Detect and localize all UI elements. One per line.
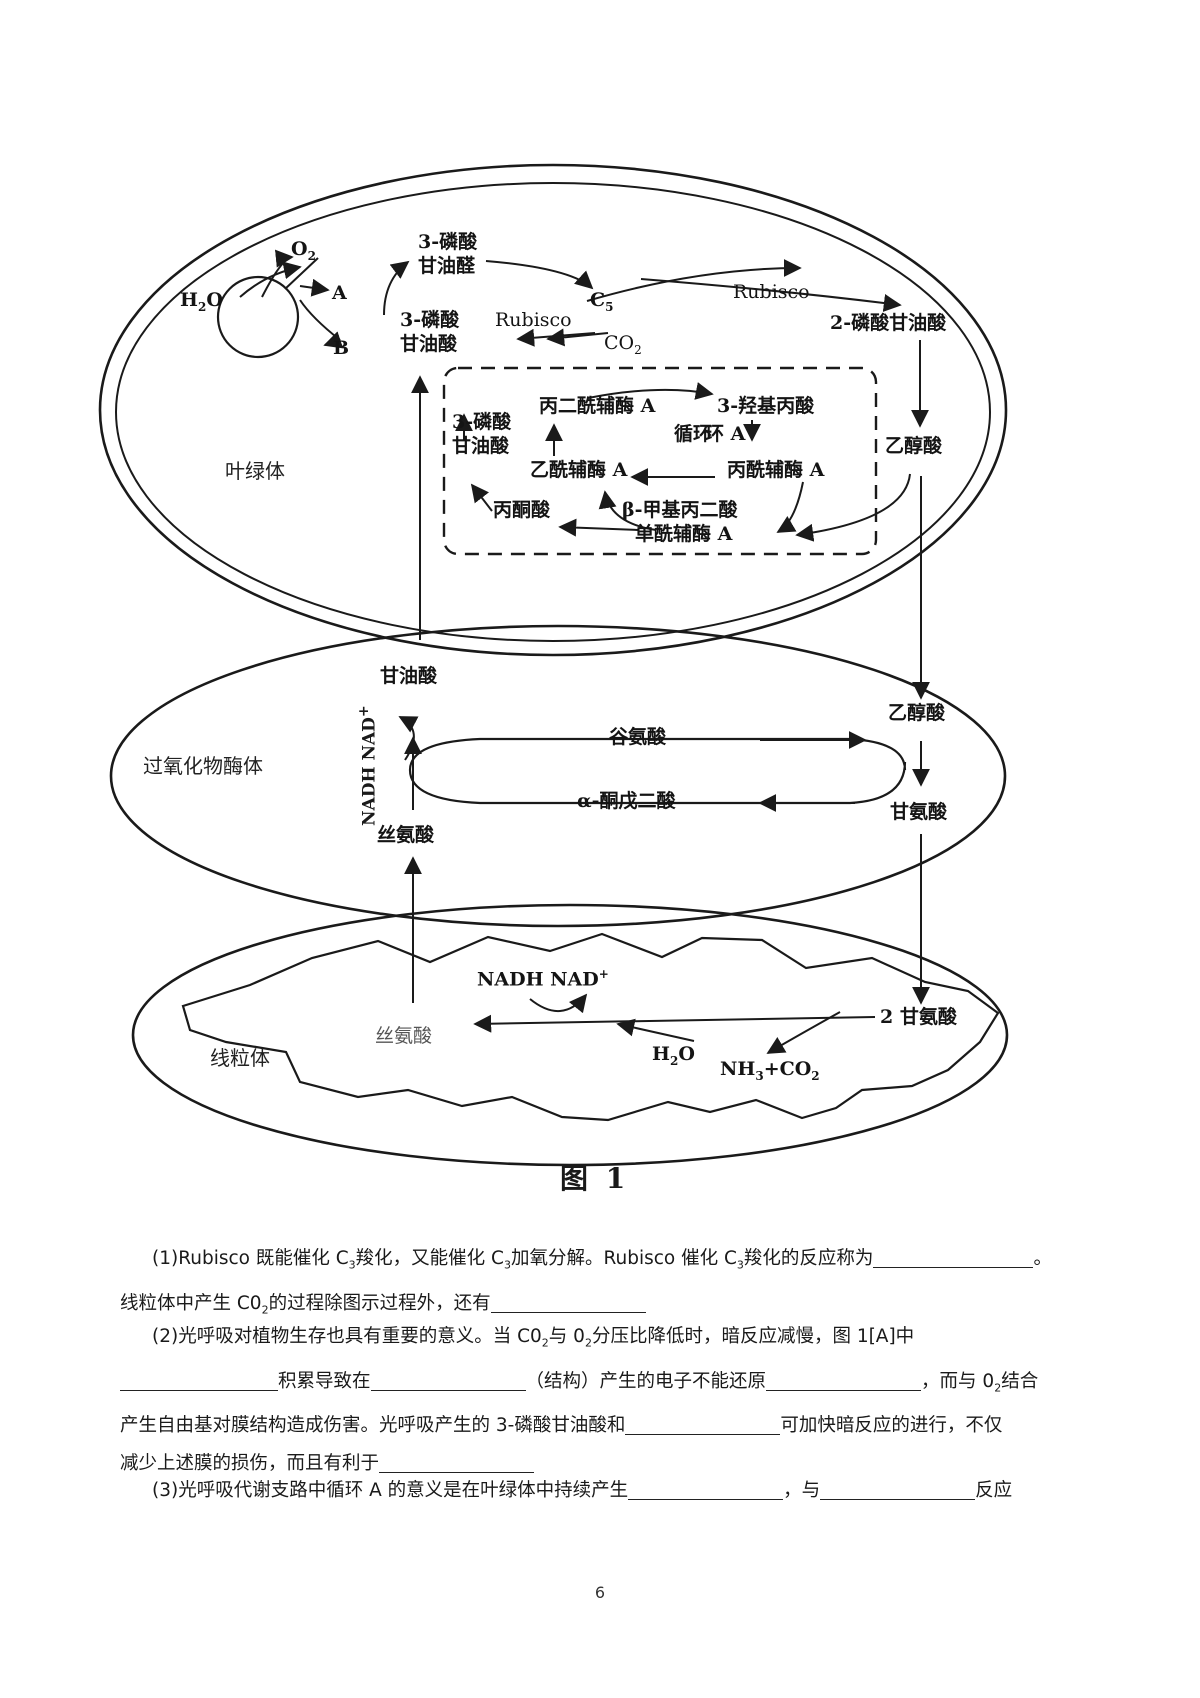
ketoglutarate-label: α-酮戊二酸: [577, 790, 676, 812]
pyruvate-label: 丙酮酸: [493, 499, 551, 521]
glycine-label: 甘氨酸: [890, 801, 948, 823]
mitochondrion-label: 线粒体: [210, 1046, 270, 1070]
two-glycine-label: 2 甘氨酸: [880, 1006, 957, 1028]
question-1: (1)Rubisco 既能催化 C3羧化，又能催化 C3加氧分解。Rubisco…: [120, 1247, 1052, 1317]
mitochondrion-outer-membrane: [131, 903, 1009, 1167]
pga-line1: 3-磷酸: [400, 309, 460, 331]
answer-blank[interactable]: [379, 1452, 535, 1474]
nadh-mito-label: NADH NAD+: [477, 967, 609, 991]
answer-blank[interactable]: [766, 1370, 922, 1391]
glutamate-label: 谷氨酸: [609, 726, 667, 748]
answer-blank[interactable]: [873, 1247, 1034, 1268]
glycerate-label: 甘油酸: [380, 665, 438, 687]
co2-label: CO2: [604, 332, 642, 357]
h2o-mito-label: H2O: [652, 1043, 695, 1068]
answer-blank[interactable]: [370, 1370, 526, 1391]
question-3: (3)光呼吸代谢支路中循环 A 的意义是在叶绿体中持续产生，与反应: [152, 1479, 1013, 1501]
cycle-a-line2: 环 A: [705, 423, 746, 445]
glycolate-chloroplast-label: 乙醇酸: [885, 435, 943, 457]
peroxisome-label: 过氧化物酶体: [143, 754, 263, 778]
methylmalonyl-line1: β-甲基丙二酸: [622, 499, 738, 521]
c5-label: C5: [590, 289, 614, 314]
chloroplast-inner-membrane: [115, 182, 991, 642]
cycle-pga-line1: 3-磷酸: [452, 411, 512, 433]
o2-label: O2: [291, 238, 316, 263]
g3p-line1: 3-磷酸: [418, 231, 478, 253]
cycle-a-box: [442, 366, 878, 556]
chloroplast-outer-membrane: [98, 163, 1008, 657]
g3p-line2: 甘油醛: [418, 255, 476, 277]
answer-blank[interactable]: [820, 1479, 976, 1500]
rubisco-top-label: Rubisco: [733, 281, 810, 303]
pga-line2: 甘油酸: [400, 333, 458, 355]
question-2: (2)光呼吸对植物生存也具有重要的意义。当 C02与 02分压比降低时，暗反应减…: [120, 1326, 1039, 1475]
page-number: 6: [594, 1583, 606, 1602]
hydroxypropionate-label: 3-羟基丙酸: [717, 395, 815, 417]
malonyl-coa-label: 丙二酰辅酶 A: [539, 395, 656, 417]
methylmalonyl-line2: 单酰辅酶 A: [635, 523, 733, 545]
figure-caption: 图 1: [560, 1162, 630, 1195]
h2o-label: H2O: [180, 289, 223, 314]
propionyl-coa-label: 丙酰辅酶 A: [727, 459, 825, 481]
answer-blank[interactable]: [120, 1370, 278, 1391]
nh3-co2-label: NH3+CO2: [720, 1058, 820, 1083]
b-label: B: [333, 337, 350, 359]
peroxisome-membrane: [109, 624, 1007, 928]
answer-blank[interactable]: [490, 1292, 646, 1313]
serine-peroxisome-label: 丝氨酸: [377, 824, 435, 846]
answer-blank[interactable]: [625, 1414, 781, 1436]
transamination-loop: [408, 737, 907, 805]
glycolate-peroxisome-label: 乙醇酸: [888, 702, 946, 724]
cycle-pga-line2: 甘油酸: [452, 435, 510, 457]
cycle-a-line1: 循环: [674, 423, 713, 445]
answer-blank[interactable]: [628, 1479, 784, 1500]
a-label: A: [332, 282, 347, 304]
nad-vertical-label: NADH NAD+: [356, 705, 380, 826]
cycle-circle: [216, 275, 300, 359]
acetyl-coa-label: 乙酰辅酶 A: [530, 459, 628, 481]
pg2-label: 2-磷酸甘油酸: [830, 312, 947, 334]
serine-mito-label: 丝氨酸: [375, 1025, 433, 1047]
rubisco-mid-label: Rubisco: [495, 309, 572, 331]
chloroplast-label: 叶绿体: [225, 459, 285, 483]
mitochondrion-inner-membrane: [181, 932, 1000, 1122]
